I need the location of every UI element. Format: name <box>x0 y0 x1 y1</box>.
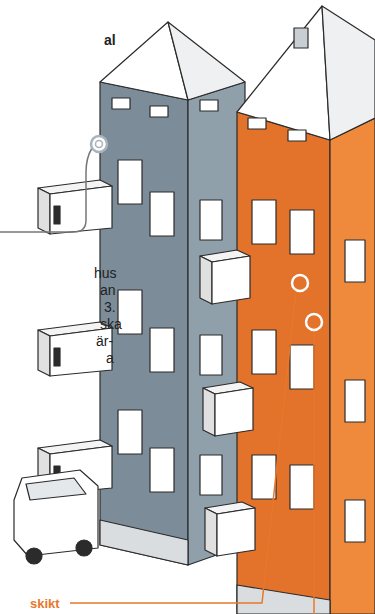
window <box>150 328 174 372</box>
car-wheel <box>26 548 42 564</box>
callout-circle <box>91 136 107 152</box>
window <box>200 455 222 495</box>
balcony <box>38 330 50 376</box>
label-text: 3. <box>104 299 116 316</box>
balcony <box>203 388 215 436</box>
balcony <box>50 186 112 234</box>
leader-line <box>70 291 296 603</box>
grey-roof <box>168 22 245 100</box>
chimney <box>294 28 308 48</box>
orange-facade-side <box>330 118 375 614</box>
balcony <box>205 508 217 556</box>
car-wheel <box>76 540 92 556</box>
window <box>150 106 168 117</box>
callout-circle <box>306 314 322 330</box>
window <box>112 98 130 109</box>
leader-line <box>313 330 315 614</box>
leader-line <box>0 148 92 232</box>
window <box>248 118 266 129</box>
balcony <box>212 256 250 304</box>
window <box>252 330 276 374</box>
car <box>14 470 98 556</box>
label-text: ska <box>100 316 122 333</box>
balcony-door <box>54 348 60 366</box>
window <box>252 200 276 244</box>
balcony <box>200 256 212 304</box>
grey-facade-front <box>100 82 188 565</box>
label-text: hus <box>94 265 117 282</box>
label-text: är- <box>96 333 113 350</box>
orange-plinth <box>237 585 330 614</box>
window <box>345 500 365 542</box>
orange-roof <box>322 6 375 140</box>
window <box>118 160 142 204</box>
balcony <box>38 188 50 234</box>
car-window <box>26 478 86 500</box>
window <box>150 448 174 492</box>
orange-roof <box>237 6 330 140</box>
window <box>252 455 276 499</box>
label-text: al <box>104 32 116 49</box>
window <box>345 240 365 282</box>
window <box>290 210 314 254</box>
callout-circle <box>96 141 103 148</box>
window <box>288 130 306 141</box>
label-text: an <box>100 282 116 299</box>
window <box>200 200 222 240</box>
callout-circle <box>292 275 308 291</box>
window <box>290 465 314 509</box>
window <box>290 345 314 389</box>
balcony-door <box>54 206 60 224</box>
balcony <box>217 508 255 556</box>
label-text: a <box>106 350 114 367</box>
window <box>345 380 365 422</box>
window <box>200 100 218 111</box>
window <box>150 192 174 236</box>
window <box>200 335 222 375</box>
label-text: skikt <box>30 595 60 612</box>
window <box>118 410 142 454</box>
grey-plinth <box>100 520 188 565</box>
balcony <box>215 388 253 436</box>
